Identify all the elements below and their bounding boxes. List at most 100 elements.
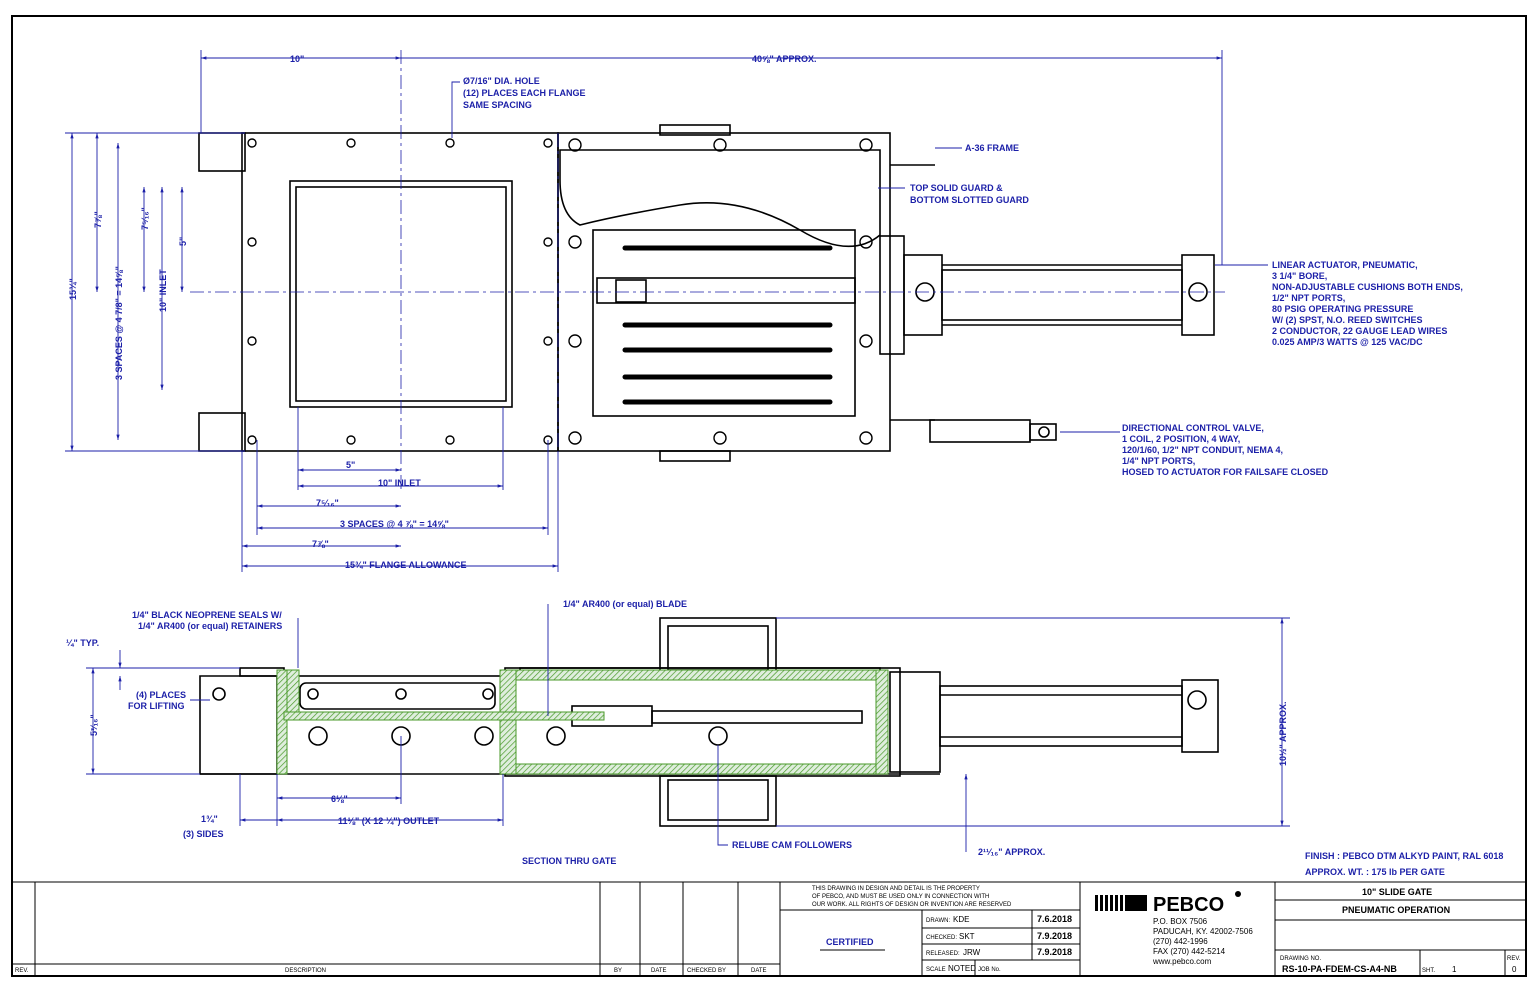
title-block-labels: REV. DESCRIPTION BY DATE CHECKED BY DATE… [15,886,1521,974]
lifting-note-2: FOR LIFTING [128,701,185,711]
top-view [198,124,1215,462]
svg-text:DIRECTIONAL CONTROL VALVE,: DIRECTIONAL CONTROL VALVE, [1122,423,1264,433]
valve-note: DIRECTIONAL CONTROL VALVE, 1 COIL, 2 POS… [1122,423,1329,477]
section-dimensions [86,604,1290,852]
h-dim-flange: 15¾" FLANGE ALLOWANCE [345,560,466,570]
sides-note: (3) SIDES [183,829,224,839]
weight-line: APPROX. WT. : 175 lb PER GATE [1305,867,1445,877]
drawn-label: DRAWN: [926,918,950,924]
svg-text:1/2" NPT PORTS,: 1/2" NPT PORTS, [1272,293,1345,303]
h-dim-7516: 7⁵⁄₁₆" [316,498,339,508]
actuator-note: LINEAR ACTUATOR, PNEUMATIC, 3 1/4" BORE,… [1272,260,1463,347]
svg-text:80 PSIG OPERATING PRESSURE: 80 PSIG OPERATING PRESSURE [1272,304,1413,314]
seals-note-2: 1/4" AR400 (or equal) RETAINERS [138,621,282,631]
guard-note-1: TOP SOLID GUARD & [910,183,1003,193]
certified-label: CERTIFIED [826,937,874,947]
section-caption: SECTION THRU GATE [522,856,616,866]
hole-note-1: Ø7/16" DIA. HOLE [463,76,540,86]
dim-134: 1¾" [201,814,218,824]
rev-label: REV. [15,968,29,974]
date2-label: DATE [751,968,767,974]
top-view-labels: 10" 40⅝" APPROX. Ø7/16" DIA. HOLE (12) P… [68,54,1463,570]
address-1: P.O. BOX 7506 [1153,917,1208,926]
drawn-by: KDE [953,915,969,924]
checked-by: SKT [959,932,975,941]
v-dim-5: 5" [178,237,188,246]
center-lines [190,50,1225,490]
dim-5316: 5³⁄₁₆" [89,714,99,736]
scale-label: SCALE [926,967,946,973]
dim-618: 6⅛" [331,794,348,804]
property-note-3: OUR WORK. ALL RIGHTS OF DESIGN OR INVENT… [812,902,1012,908]
blade-note: 1/4" AR400 (or equal) BLADE [563,599,687,609]
section-labels: 1/4" BLACK NEOPRENE SEALS W/ 1/4" AR400 … [66,599,1288,866]
title-2: PNEUMATIC OPERATION [1342,905,1450,915]
checked-label: CHECKED: [926,935,957,941]
svg-text:1/4" NPT PORTS,: 1/4" NPT PORTS, [1122,456,1195,466]
relube-note: RELUBE CAM FOLLOWERS [732,840,852,850]
seals-note-1: 1/4" BLACK NEOPRENE SEALS W/ [132,610,282,620]
seals [276,669,889,775]
svg-text:HOSED TO ACTUATOR FOR FAILSAFE: HOSED TO ACTUATOR FOR FAILSAFE CLOSED [1122,467,1329,477]
dim-10: 10" [290,54,304,64]
svg-text:W/ (2) SPST, N.O. REED SWITCHE: W/ (2) SPST, N.O. REED SWITCHES [1272,315,1423,325]
v-dim-spaces: 3 SPACES @ 4 7/8" = 14⅝" [114,266,124,380]
outlet-note: 11⅛" (X 12 ¼") OUTLET [338,816,440,826]
h-dim-778: 7⅞" [312,539,329,549]
h-dim-spaces: 3 SPACES @ 4 ⅞" = 14⅝" [340,519,449,529]
address-4: FAX (270) 442-5214 [1153,947,1226,956]
address-3: (270) 442-1996 [1153,937,1208,946]
svg-text:LINEAR ACTUATOR, PNEUMATIC,: LINEAR ACTUATOR, PNEUMATIC, [1272,260,1418,270]
hole-note-3: SAME SPACING [463,100,532,110]
top-dimensions [65,50,1268,572]
dim-2116: 2¹¹⁄₁₆" APPROX. [978,847,1045,857]
title-block [12,881,1526,976]
address-5: www.pebco.com [1152,957,1212,966]
checked-date: 7.9.2018 [1037,931,1072,941]
section-view [199,617,1219,827]
v-dim-1534: 15¾" [68,278,78,300]
svg-text:3 1/4" BORE,: 3 1/4" BORE, [1272,271,1327,281]
drawn-date: 7.6.2018 [1037,914,1072,924]
bolt-holes [247,138,873,445]
description-label: DESCRIPTION [285,968,326,974]
checked-by-label: CHECKED BY [687,968,726,974]
svg-text:0.025 AMP/3 WATTS @ 125 VAC/DC: 0.025 AMP/3 WATTS @ 125 VAC/DC [1272,337,1423,347]
h-dim-5: 5" [346,460,355,470]
dim-overall: 40⅝" APPROX. [752,54,816,64]
drawing-no: RS-10-PA-FDEM-CS-A4-NB [1282,964,1397,974]
date-label: DATE [651,968,667,974]
h-dim-inlet: 10" INLET [378,478,421,488]
finish-line: FINISH : PEBCO DTM ALKYD PAINT, RAL 6018 [1305,851,1503,861]
scale-value: NOTED [948,964,976,973]
rev-no-label: REV. [1507,956,1521,962]
released-by: JRW [963,948,981,957]
rev-no: 0 [1512,965,1517,974]
job-label: JOB No. [978,967,1001,973]
company-name: PEBCO [1153,894,1224,916]
svg-text:1 COIL, 2 POSITION, 4 WAY,: 1 COIL, 2 POSITION, 4 WAY, [1122,434,1240,444]
property-note-2: OF PEBCO, AND MUST BE USED ONLY IN CONNE… [812,894,989,900]
title-1: 10" SLIDE GATE [1362,887,1432,897]
dim-1012: 10½" APPROX. [1278,702,1288,766]
v-dim-7516: 7⁵⁄₁₆" [140,207,150,230]
drawing-no-label: DRAWING NO. [1280,956,1321,962]
sht-label: SHT. [1422,968,1435,974]
guard-note-2: BOTTOM SLOTTED GUARD [910,195,1029,205]
released-date: 7.9.2018 [1037,947,1072,957]
frame-note: A-36 FRAME [965,143,1019,153]
by-label: BY [614,968,622,974]
lifting-note-1: (4) PLACES [136,690,186,700]
sht-value: 1 [1452,965,1457,974]
svg-text:2 CONDUCTOR, 22 GAUGE LEAD WIR: 2 CONDUCTOR, 22 GAUGE LEAD WIRES [1272,326,1447,336]
hole-note-2: (12) PLACES EACH FLANGE [463,88,586,98]
v-dim-inlet: 10" INLET [158,269,168,312]
pebco-logo: PEBCO [1095,891,1241,916]
property-note-1: THIS DRAWING IN DESIGN AND DETAIL IS THE… [812,886,980,892]
typ-note: ¼" TYP. [66,638,99,648]
address-2: PADUCAH, KY. 42002-7506 [1153,927,1253,936]
sheet-border [11,15,1527,977]
v-dim-778: 7⅞" [93,211,103,228]
